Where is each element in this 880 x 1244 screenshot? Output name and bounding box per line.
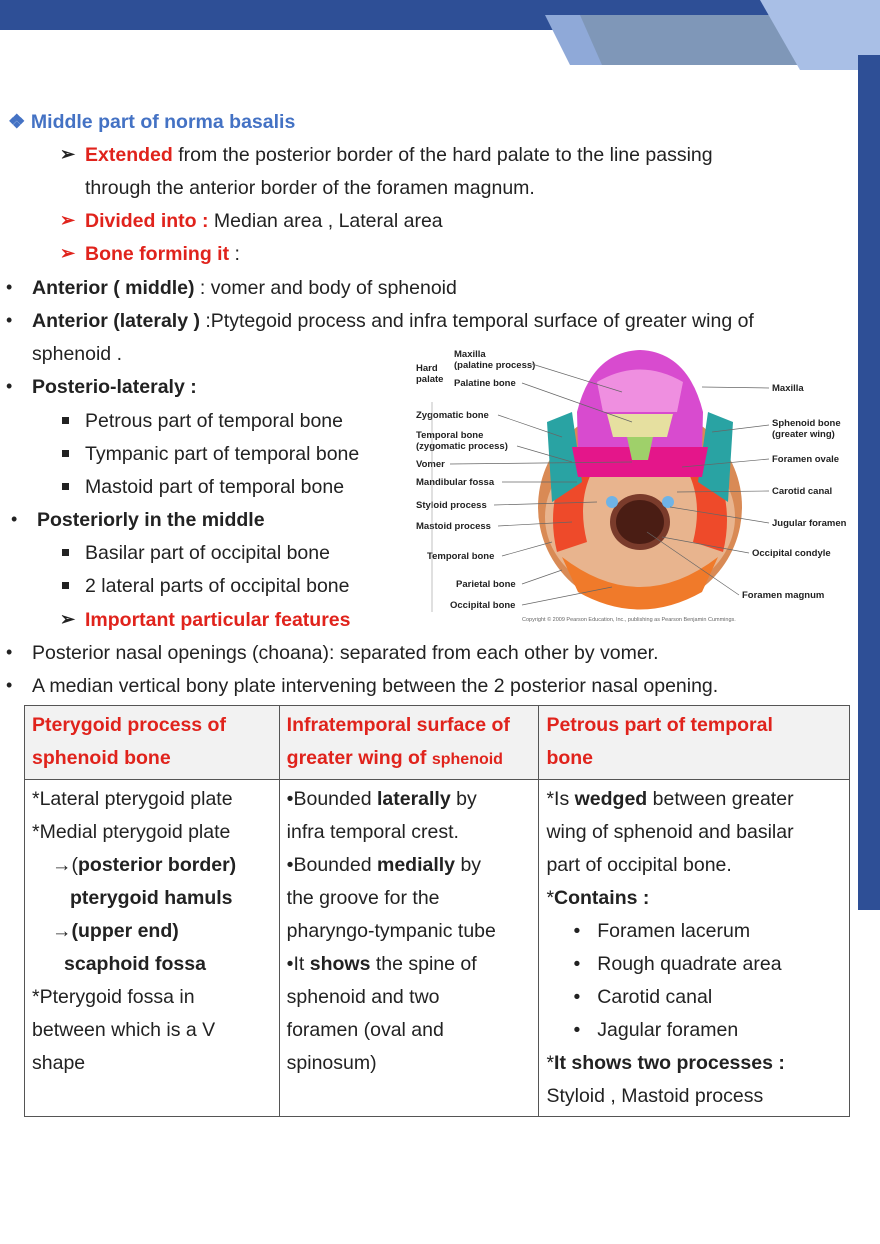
divided-line: Divided into : Median area , Lateral are…: [85, 210, 443, 232]
skull-illustration: [538, 350, 742, 610]
list-item: 2 lateral parts of occipital bone: [85, 575, 350, 597]
square-bullet-icon: [62, 582, 69, 589]
top-banner: [0, 0, 880, 70]
label-palate: palate: [416, 374, 443, 385]
dot-bullet-icon: •: [6, 277, 13, 297]
list-item: •Carotid canal: [573, 986, 713, 1008]
label-temporal-zyg-2: (zygomatic process): [416, 441, 508, 452]
right-edge-bar: [858, 55, 880, 910]
comparison-table: Pterygoid process of sphenoid bone Infra…: [24, 705, 850, 1117]
label-maxilla-palatine: Maxilla: [454, 349, 486, 360]
arrow-bullet-icon: ➢: [60, 210, 76, 230]
label-temporal: Temporal bone: [427, 551, 494, 562]
label-sphenoid-2: (greater wing): [772, 429, 835, 440]
anterior-lateral-line-1: Anterior (lateraly ) :Ptytegoid process …: [32, 310, 754, 332]
label-styloid: Styloid process: [416, 500, 487, 511]
label-temporal-zyg: Temporal bone: [416, 430, 483, 441]
arrow-bullet-icon: ➢: [60, 609, 76, 629]
label-maxilla-palatine-2: (palatine process): [454, 360, 535, 371]
cell-infratemporal: •Bounded laterally by infra temporal cre…: [278, 779, 540, 1117]
arrow-bullet-icon: ➢: [60, 243, 76, 263]
label-sphenoid: Sphenoid bone: [772, 418, 841, 429]
label-parietal: Parietal bone: [456, 579, 516, 590]
list-item: Tympanic part of temporal bone: [85, 443, 360, 465]
dot-bullet-icon: •: [11, 509, 18, 529]
list-item: Basilar part of occipital bone: [85, 542, 330, 564]
figure-copyright: Copyright © 2009 Pearson Education, Inc.…: [522, 616, 736, 623]
label-mandibular: Mandibular fossa: [416, 477, 495, 488]
label-occipital: Occipital bone: [450, 600, 515, 611]
table-row: *Lateral pterygoid plate *Medial pterygo…: [24, 779, 850, 1117]
arrow-bullet-icon: ➢: [60, 144, 76, 164]
label-palatine-bone: Palatine bone: [454, 378, 516, 389]
important-features-label: Important particular features: [85, 609, 351, 631]
label-carotid-canal: Carotid canal: [772, 486, 832, 497]
table-header-row: Pterygoid process of sphenoid bone Infra…: [24, 705, 850, 780]
right-labels: Maxilla Sphenoid bone (greater wing) For…: [646, 383, 847, 601]
list-item: Petrous part of temporal bone: [85, 410, 343, 432]
section-heading: ❖ Middle part of norma basalis: [8, 110, 295, 134]
dot-bullet-icon: •: [6, 642, 13, 662]
posterio-lateraly-label: Posterio-lateraly :: [32, 376, 197, 398]
label-maxilla: Maxilla: [772, 383, 804, 394]
header-pterygoid: Pterygoid process of sphenoid bone: [24, 705, 280, 780]
feature-item: Posterior nasal openings (choana): separ…: [32, 642, 659, 664]
dot-bullet-icon: •: [6, 376, 13, 396]
label-foramen-ovale: Foramen ovale: [772, 454, 839, 465]
square-bullet-icon: [62, 549, 69, 556]
anterior-lateral-line-2: sphenoid .: [32, 343, 122, 365]
label-hard: Hard: [416, 363, 438, 374]
dot-bullet-icon: •: [6, 310, 13, 330]
label-vomer: Vomer: [416, 459, 445, 470]
list-item: •Rough quadrate area: [573, 953, 782, 975]
header-infratemporal: Infratemporal surface of greater wing of…: [278, 705, 540, 780]
label-occipital-condyle: Occipital condyle: [752, 548, 831, 559]
feature-item: A median vertical bony plate intervening…: [32, 675, 719, 697]
list-item: •Jagular foramen: [573, 1019, 739, 1041]
skull-base-figure: Hard palate Maxilla (palatine process) P…: [416, 349, 847, 623]
heading-text: Middle part of norma basalis: [30, 111, 296, 133]
bone-forming-line: Bone forming it :: [85, 243, 240, 265]
cell-pterygoid: *Lateral pterygoid plate *Medial pterygo…: [24, 779, 280, 1117]
extended-line-2: through the anterior border of the foram…: [85, 177, 535, 199]
cell-petrous: *Is wedged between greater wing of sphen…: [538, 779, 850, 1117]
label-zygomatic: Zygomatic bone: [416, 410, 489, 421]
dot-bullet-icon: •: [6, 675, 13, 695]
diamond-bullet-icon: ❖: [8, 111, 26, 133]
label-foramen-magnum: Foramen magnum: [742, 590, 824, 601]
anterior-middle-line: Anterior ( middle) : vomer and body of s…: [32, 277, 457, 299]
header-petrous: Petrous part of temporal bone: [538, 705, 850, 780]
left-labels: Hard palate Maxilla (palatine process) P…: [416, 349, 633, 612]
square-bullet-icon: [62, 483, 69, 490]
label-mastoid: Mastoid process: [416, 521, 491, 532]
extended-line-1: Extended from the posterior border of th…: [85, 144, 713, 166]
label-jugular-foramen: Jugular foramen: [772, 518, 847, 529]
list-item: Mastoid part of temporal bone: [85, 476, 345, 498]
list-item: •Foramen lacerum: [573, 920, 751, 942]
posteriorly-middle-label: Posteriorly in the middle: [37, 509, 265, 531]
square-bullet-icon: [62, 450, 69, 457]
square-bullet-icon: [62, 417, 69, 424]
